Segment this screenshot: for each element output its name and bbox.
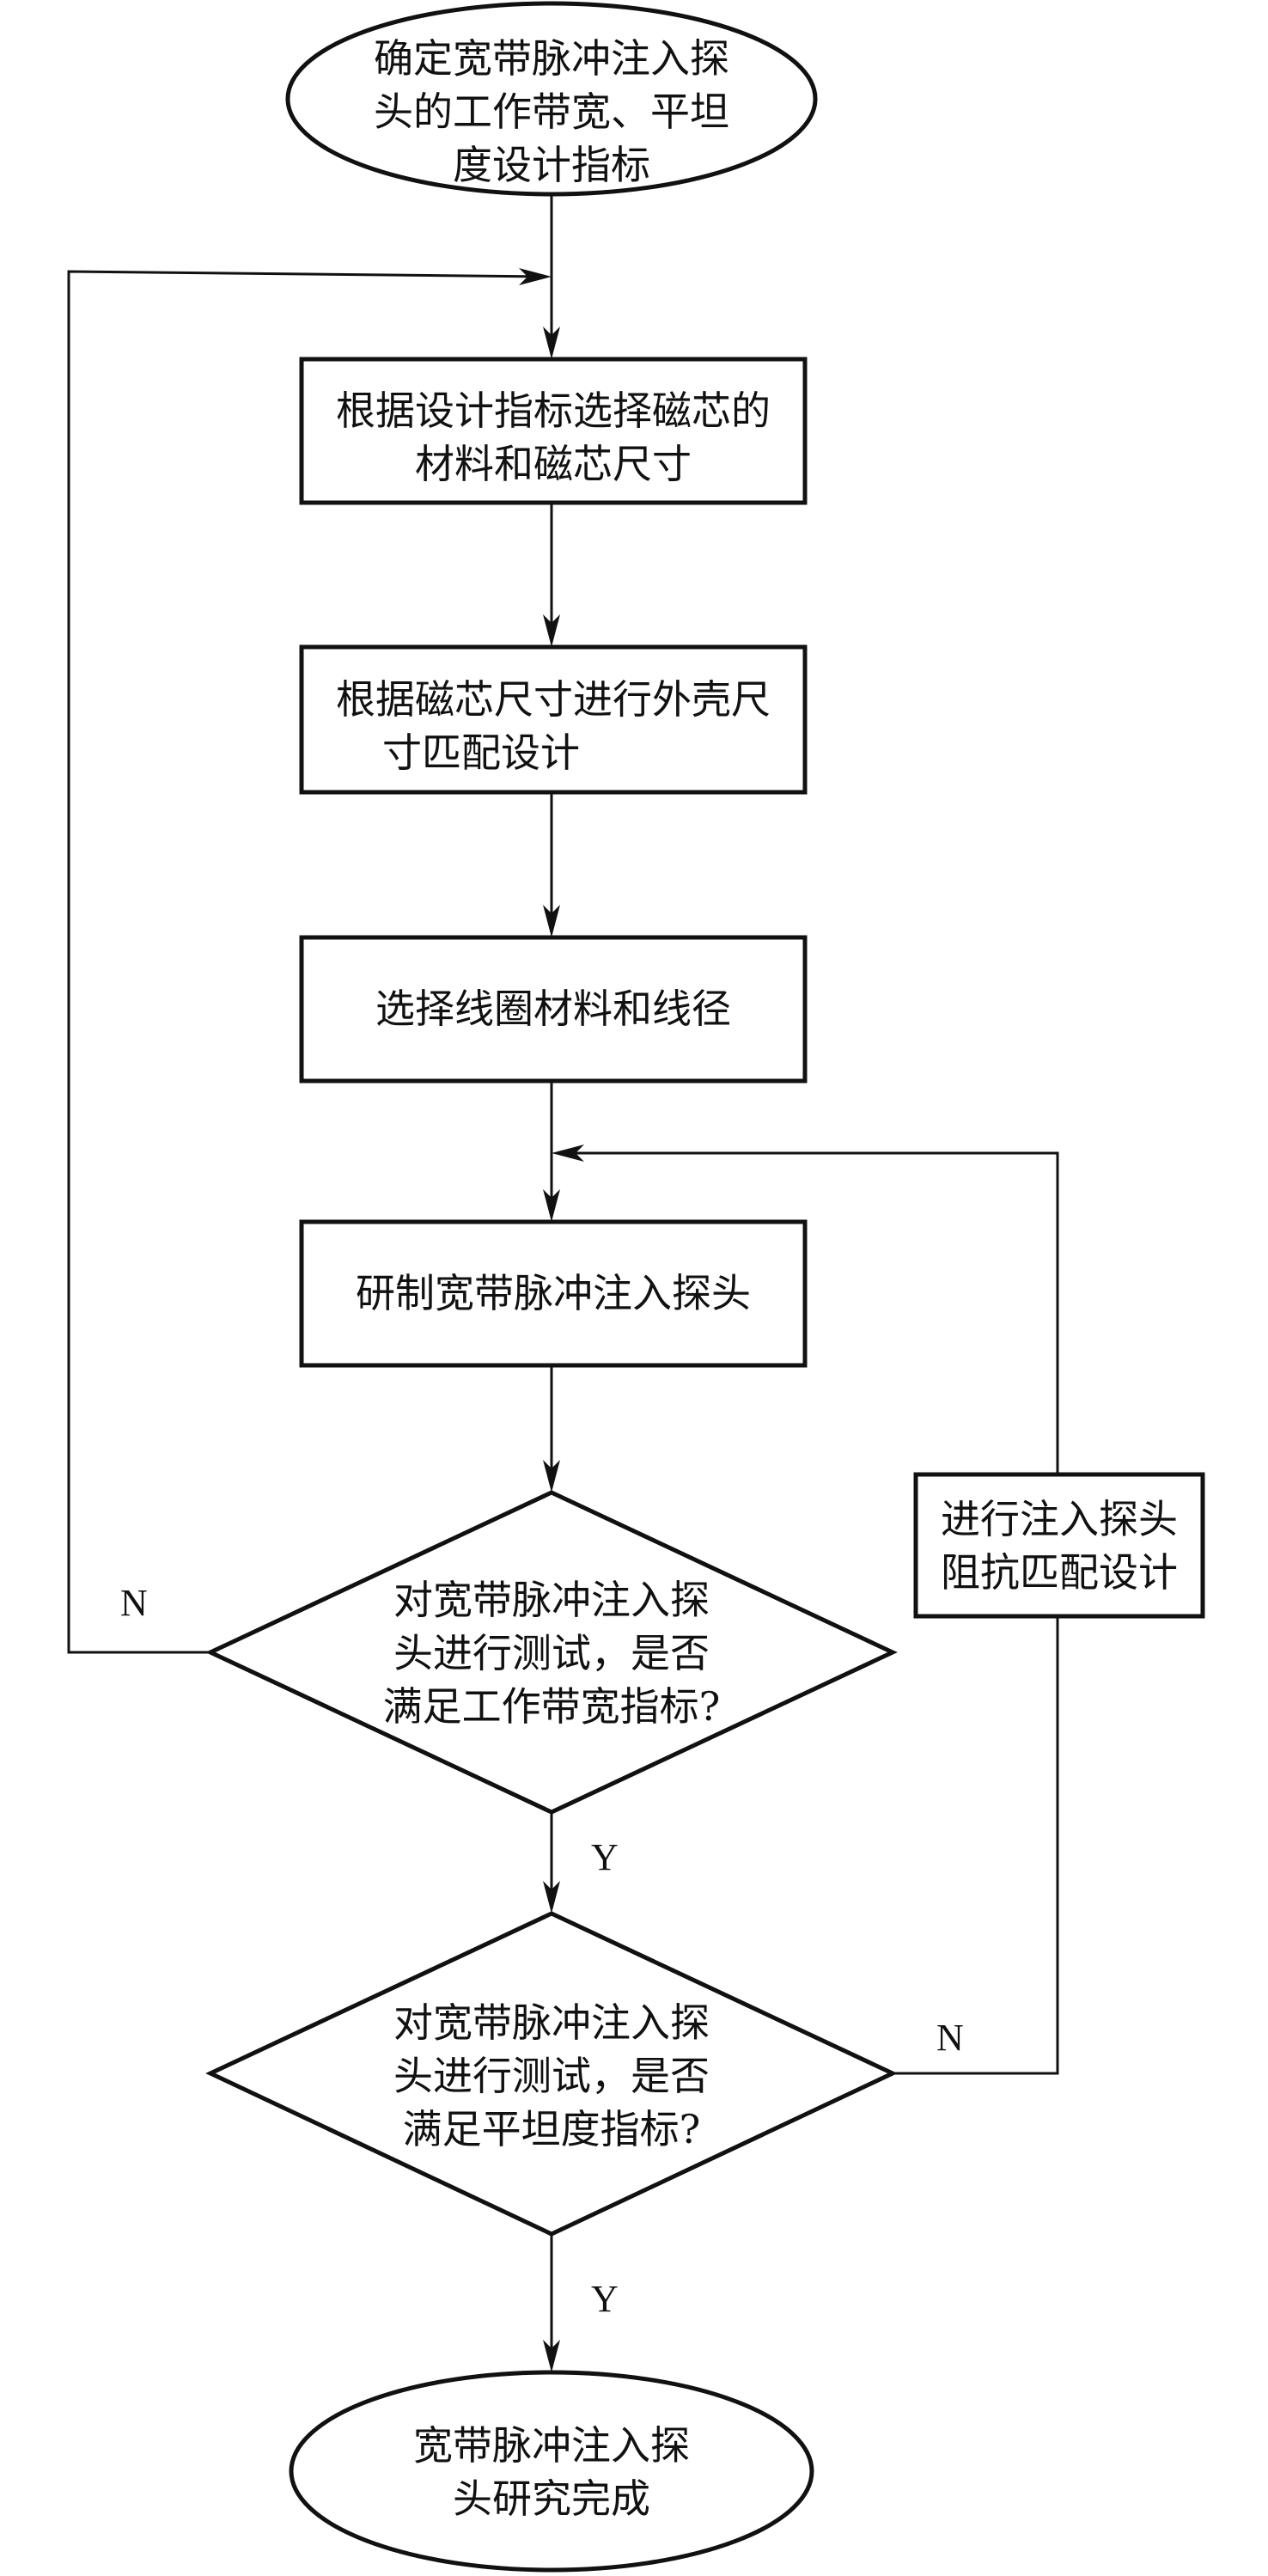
arrowhead-icon xyxy=(543,1460,560,1492)
node-test-bandwidth-line-3: 满足工作带宽指标? xyxy=(383,1683,721,1730)
arrowhead-icon xyxy=(543,1881,560,1914)
arrowhead-icon xyxy=(543,2340,560,2372)
node-fabricate: 研制宽带脉冲注入探头 xyxy=(299,1219,808,1368)
node-impedance-match: 进行注入探头 阻抗匹配设计 xyxy=(913,1472,1205,1619)
label-flatness-yes: Y xyxy=(591,2278,619,2320)
node-fabricate-line-1: 研制宽带脉冲注入探头 xyxy=(356,1270,751,1316)
node-impedance-match-line-2: 阻抗匹配设计 xyxy=(941,1549,1178,1596)
node-select-core: 根据设计指标选择磁芯的 材料和磁芯尺寸 xyxy=(299,357,808,505)
arrowhead-icon xyxy=(543,905,560,937)
node-select-core-line-2: 材料和磁芯尺寸 xyxy=(415,441,692,487)
label-bandwidth-yes: Y xyxy=(591,1836,619,1878)
node-test-bandwidth-line-1: 对宽带脉冲注入探 xyxy=(393,1577,710,1623)
node-test-flatness-line-1: 对宽带脉冲注入探 xyxy=(393,1999,710,2046)
label-bandwidth-no: N xyxy=(120,1582,148,1624)
edge-impedance-to-fabricate xyxy=(557,1151,1059,1474)
arrowhead-icon xyxy=(543,327,560,359)
node-start-line-2: 头的工作带宽、平坦 xyxy=(374,89,729,135)
node-test-flatness: 对宽带脉冲注入探 头进行测试，是否 满足平坦度指标? xyxy=(205,1911,898,2237)
node-shell-design-line-2: 寸匹配设计 xyxy=(382,729,580,776)
node-coil-select-line-1: 选择线圈材料和线径 xyxy=(375,986,731,1032)
edge-test-bandwidth-no xyxy=(67,270,547,1654)
arrowhead-icon xyxy=(543,614,560,647)
connectors xyxy=(67,194,1059,2372)
node-test-flatness-line-3: 满足平坦度指标? xyxy=(403,2106,701,2152)
node-shell-design-line-1: 根据磁芯尺寸进行外壳尺 xyxy=(336,676,771,723)
node-end-line-2: 头研究完成 xyxy=(453,2475,650,2522)
node-test-bandwidth: 对宽带脉冲注入探 头进行测试，是否 满足工作带宽指标? xyxy=(205,1490,898,1815)
node-test-flatness-line-2: 头进行测试，是否 xyxy=(393,2053,710,2099)
arrowhead-icon xyxy=(519,268,552,285)
node-start-line-3: 度设计指标 xyxy=(453,142,650,188)
node-end-line-1: 宽带脉冲注入探 xyxy=(413,2422,690,2469)
node-start-line-1: 确定宽带脉冲注入探 xyxy=(374,35,729,82)
node-start: 确定宽带脉冲注入探 头的工作带宽、平坦 度设计指标 xyxy=(285,1,818,197)
node-test-bandwidth-line-2: 头进行测试，是否 xyxy=(393,1630,710,1676)
arrowhead-icon xyxy=(552,1145,584,1162)
node-shell-design: 根据磁芯尺寸进行外壳尺 寸匹配设计 xyxy=(299,644,808,795)
edge-test-flatness-no xyxy=(893,1616,1059,2075)
node-end: 宽带脉冲注入探 头研究完成 xyxy=(289,2370,814,2573)
arrowhead-icon xyxy=(543,1189,560,1222)
node-select-core-line-1: 根据设计指标选择磁芯的 xyxy=(336,388,771,434)
label-flatness-no: N xyxy=(936,2017,964,2059)
node-impedance-match-line-1: 进行注入探头 xyxy=(941,1496,1178,1542)
node-coil-select: 选择线圈材料和线径 xyxy=(299,935,808,1084)
